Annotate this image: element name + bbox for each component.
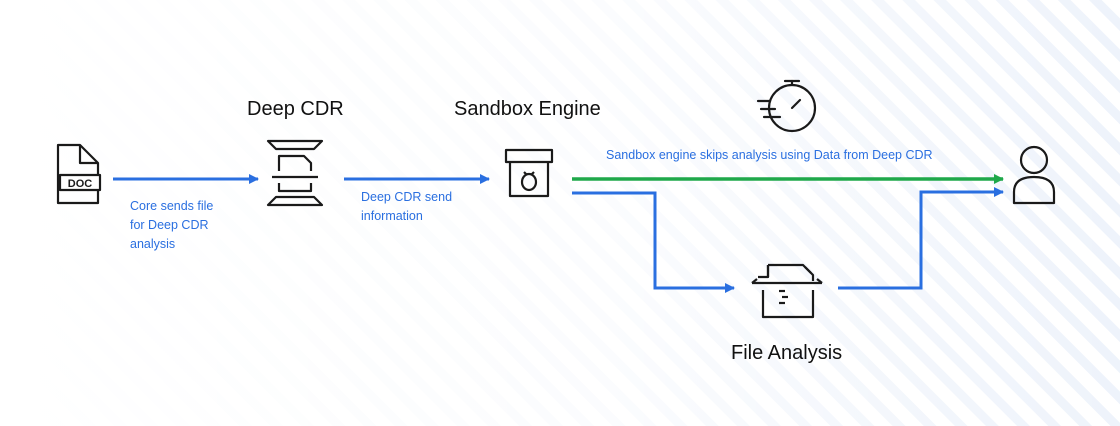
file-analysis-title: File Analysis xyxy=(731,342,843,364)
arrow-file-analysis-to-user xyxy=(838,187,1004,290)
skip-path-note: Sandbox engine skips analysis using Data… xyxy=(606,148,933,162)
sandbox-engine-title: Sandbox Engine xyxy=(454,98,601,120)
stopwatch-icon xyxy=(756,79,817,133)
user-icon xyxy=(1012,145,1056,205)
file-analysis-icon xyxy=(751,263,823,319)
arrow-sandbox-to-file-analysis xyxy=(572,191,735,293)
cdr-to-sandbox-note: Deep CDR send information xyxy=(361,190,453,223)
document-icon: DOC xyxy=(56,143,102,205)
core-to-cdr-note: Core sends file for Deep CDR analysis xyxy=(130,199,214,251)
deep-cdr-icon xyxy=(266,139,324,207)
deep-cdr-title: Deep CDR xyxy=(247,98,344,120)
sandbox-icon xyxy=(504,148,554,198)
document-icon-label: DOC xyxy=(68,178,93,190)
